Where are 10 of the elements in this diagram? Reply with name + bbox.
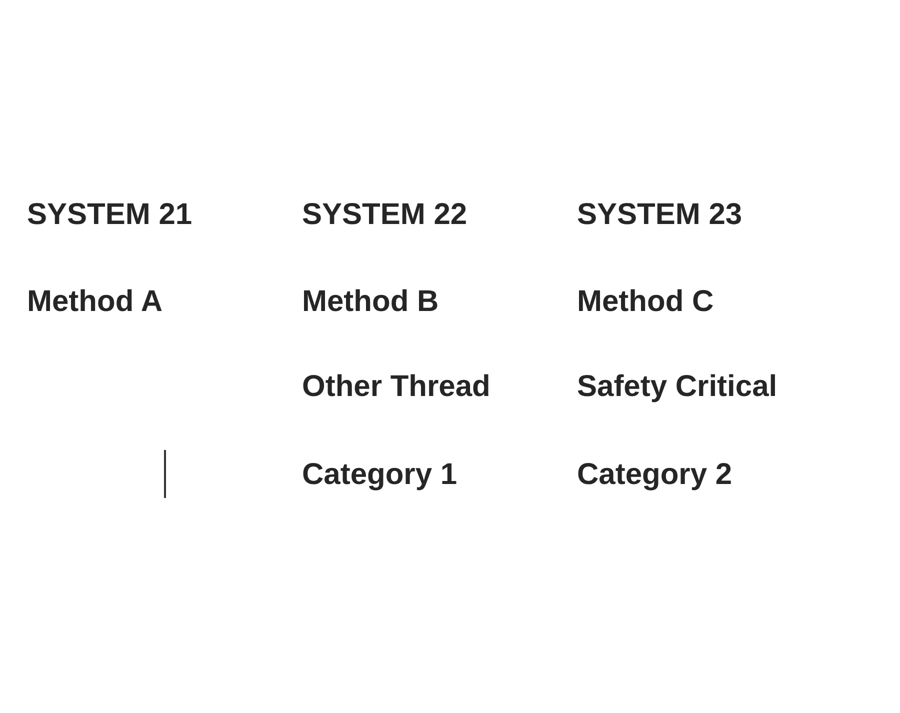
table-text: Category 2 (577, 457, 732, 493)
table-text: Other Thread (302, 369, 490, 405)
table-text: Method C (577, 284, 714, 320)
column-heading: SYSTEM 22 (302, 197, 468, 233)
table-text: Method A (27, 284, 163, 320)
column-heading: SYSTEM 23 (577, 197, 742, 233)
table-text: Method B (302, 284, 439, 320)
table-text: Category 1 (302, 457, 458, 493)
table-text: Safety Critical (577, 369, 778, 405)
column-heading: SYSTEM 21 (27, 197, 192, 233)
